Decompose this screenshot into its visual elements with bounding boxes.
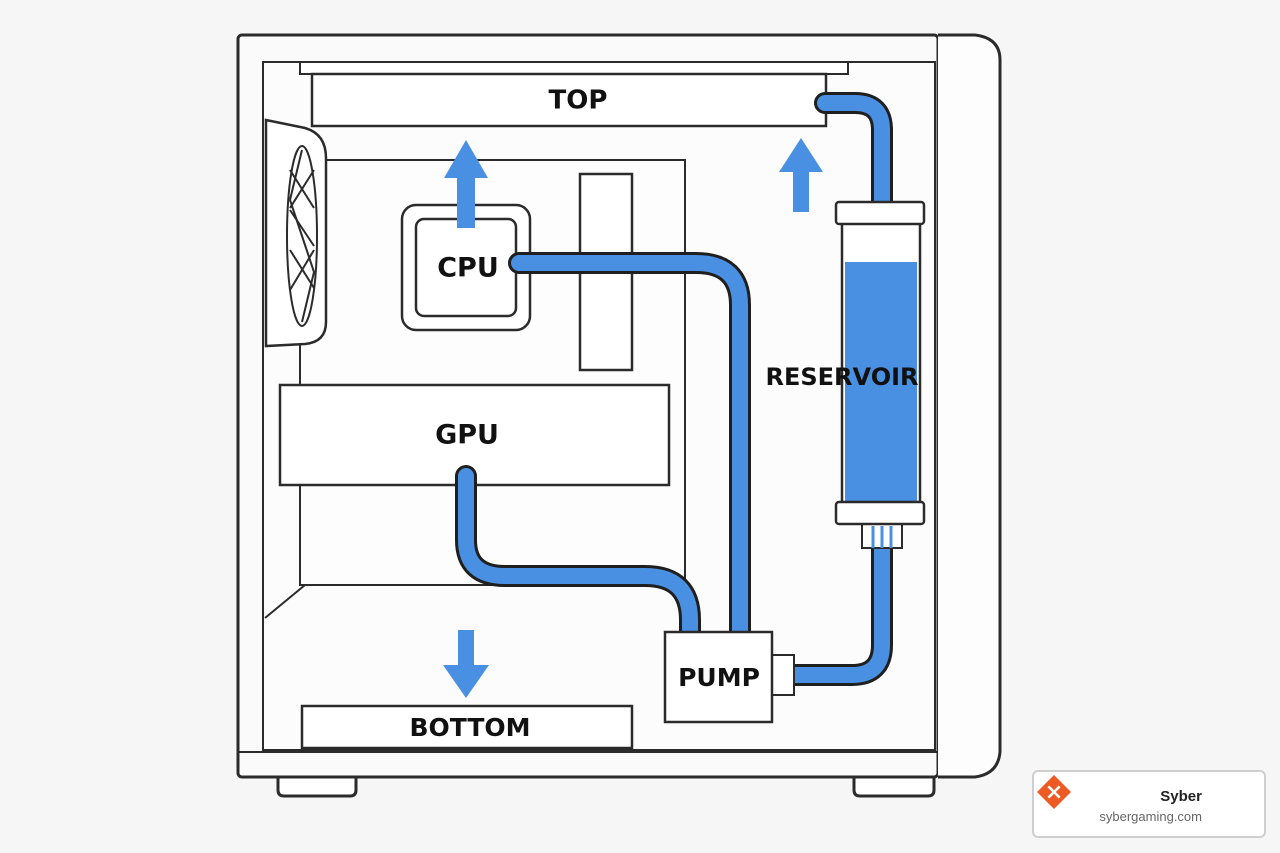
pump-label: PUMP bbox=[678, 663, 760, 692]
reservoir-bottom-cap bbox=[834, 500, 926, 526]
brand-logo-icon bbox=[1037, 775, 1071, 809]
tube-radiator-to-reservoir bbox=[817, 95, 890, 213]
tube-pump-to-reservoir bbox=[787, 540, 890, 683]
pump bbox=[663, 630, 774, 724]
top-label: TOP bbox=[549, 86, 608, 116]
top-radiator bbox=[310, 72, 828, 128]
arrow-up-icon bbox=[779, 138, 823, 212]
airflow-arrows bbox=[443, 138, 823, 698]
arrow-down-icon bbox=[443, 630, 489, 698]
cpu-label: CPU bbox=[437, 253, 499, 284]
gpu-card bbox=[278, 383, 671, 487]
tube-cpu-to-pump bbox=[511, 255, 748, 644]
bottom-intake bbox=[300, 704, 634, 750]
case-front-panel bbox=[938, 33, 1002, 779]
case-foot-left bbox=[276, 777, 358, 798]
pump-outlet bbox=[771, 654, 795, 696]
tube-gpu-to-pump bbox=[458, 468, 698, 646]
watermark-badge[interactable]: Syber sybergaming.com bbox=[1032, 770, 1266, 838]
bottom-label: BOTTOM bbox=[409, 713, 530, 742]
reservoir-top-cap bbox=[834, 200, 926, 226]
reservoir bbox=[834, 200, 926, 549]
brand-url: sybergaming.com bbox=[1099, 809, 1202, 824]
brand-name: Syber bbox=[1160, 788, 1202, 805]
reservoir-label: RESERVOIR bbox=[766, 363, 919, 391]
top-mount-rail bbox=[299, 61, 849, 75]
reservoir-coolant bbox=[845, 262, 917, 502]
fan-blades-icon bbox=[286, 145, 318, 327]
arrow-up-icon bbox=[444, 140, 488, 228]
case-foot-right bbox=[852, 777, 936, 798]
gpu-label: GPU bbox=[435, 420, 499, 451]
coolant-tubing bbox=[455, 92, 893, 686]
